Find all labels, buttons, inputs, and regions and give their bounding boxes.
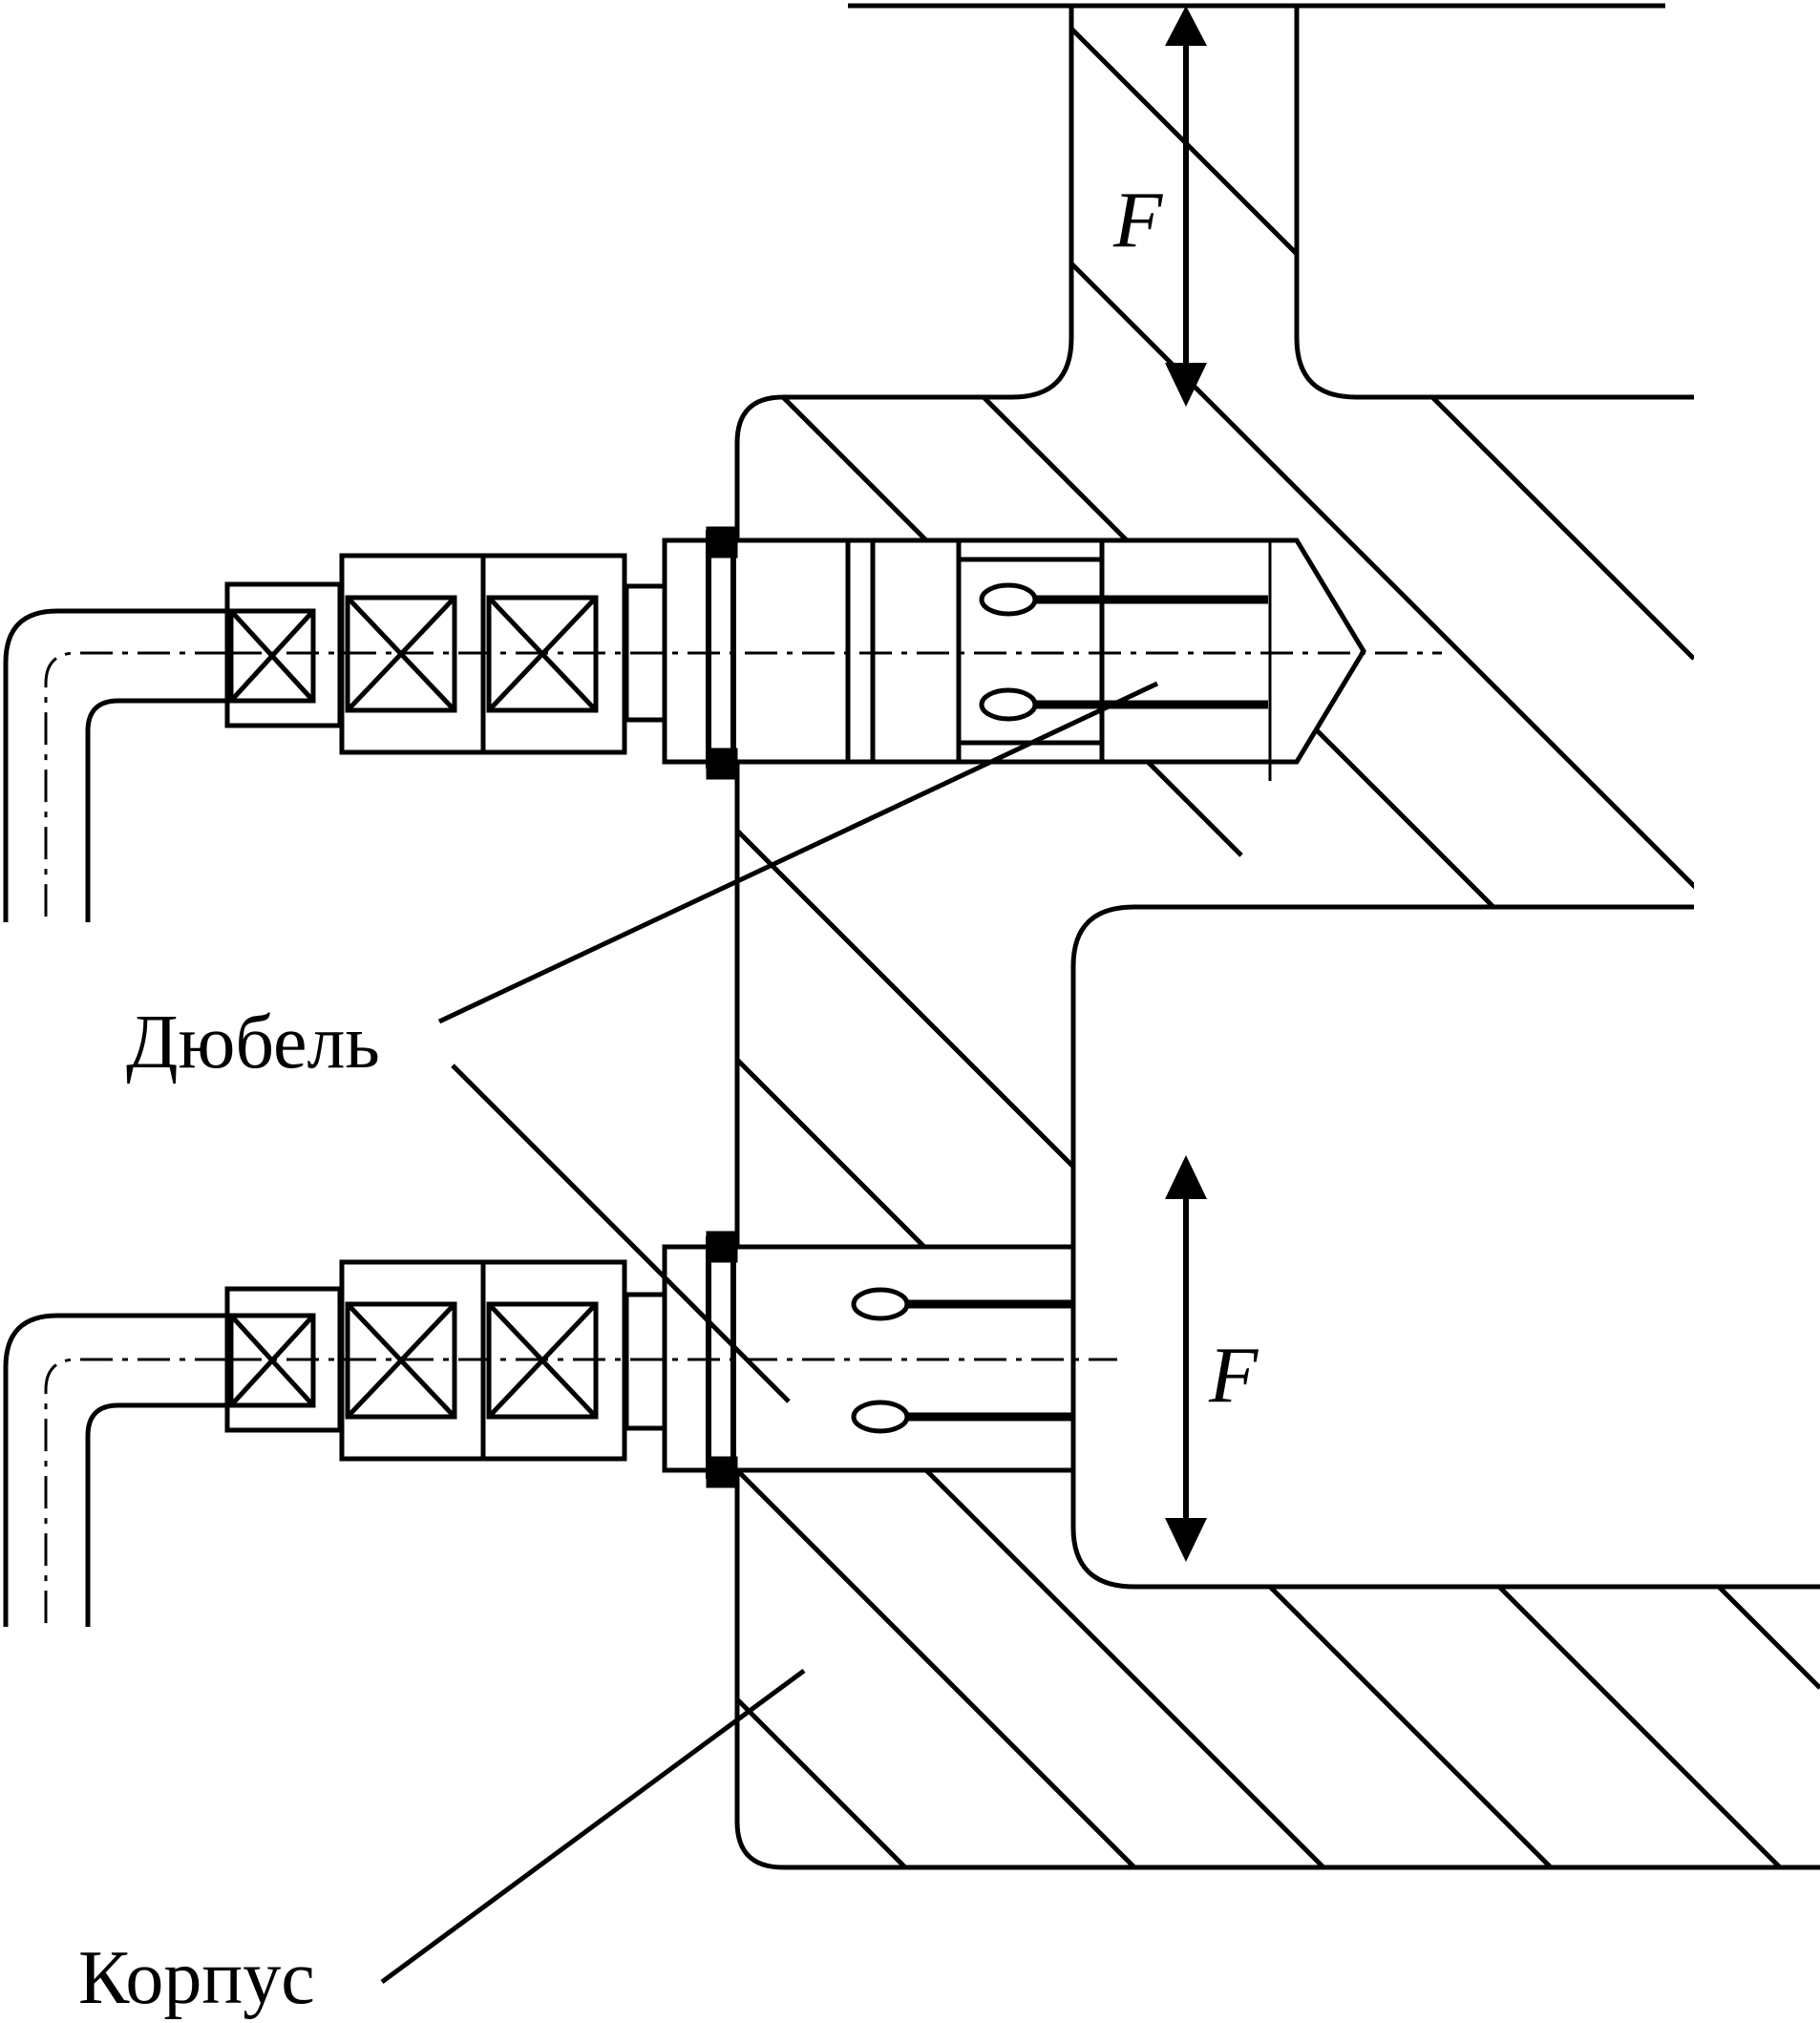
strain-gauge-icon [851,1287,910,1321]
force-label-bottom: F [1208,1331,1259,1420]
upper-cable [3,608,227,922]
force-arrow-bottom-icon [1165,1155,1207,1562]
housing-hatching [737,27,1820,1867]
strain-gauge-icon [979,582,1038,617]
force-arrow-top-icon [1165,6,1207,407]
dowel-leader-lower [451,1064,791,1403]
lower-cable [3,1313,227,1627]
lower-seal [706,1231,738,1488]
upper-dowel [662,537,1366,781]
strain-gauge-icon [979,687,1038,722]
force-label-top: F [1112,176,1164,264]
leader-lines [380,681,1159,1985]
strain-gauge-icon [851,1400,910,1434]
housing-label: Корпус [78,1936,315,2020]
dowel-label: Дюбель [126,1001,380,1085]
housing-leader [380,1668,806,1985]
upper-seal [706,526,738,780]
housing-outline [734,6,1820,1870]
dowel-leader-upper [437,681,1159,1024]
